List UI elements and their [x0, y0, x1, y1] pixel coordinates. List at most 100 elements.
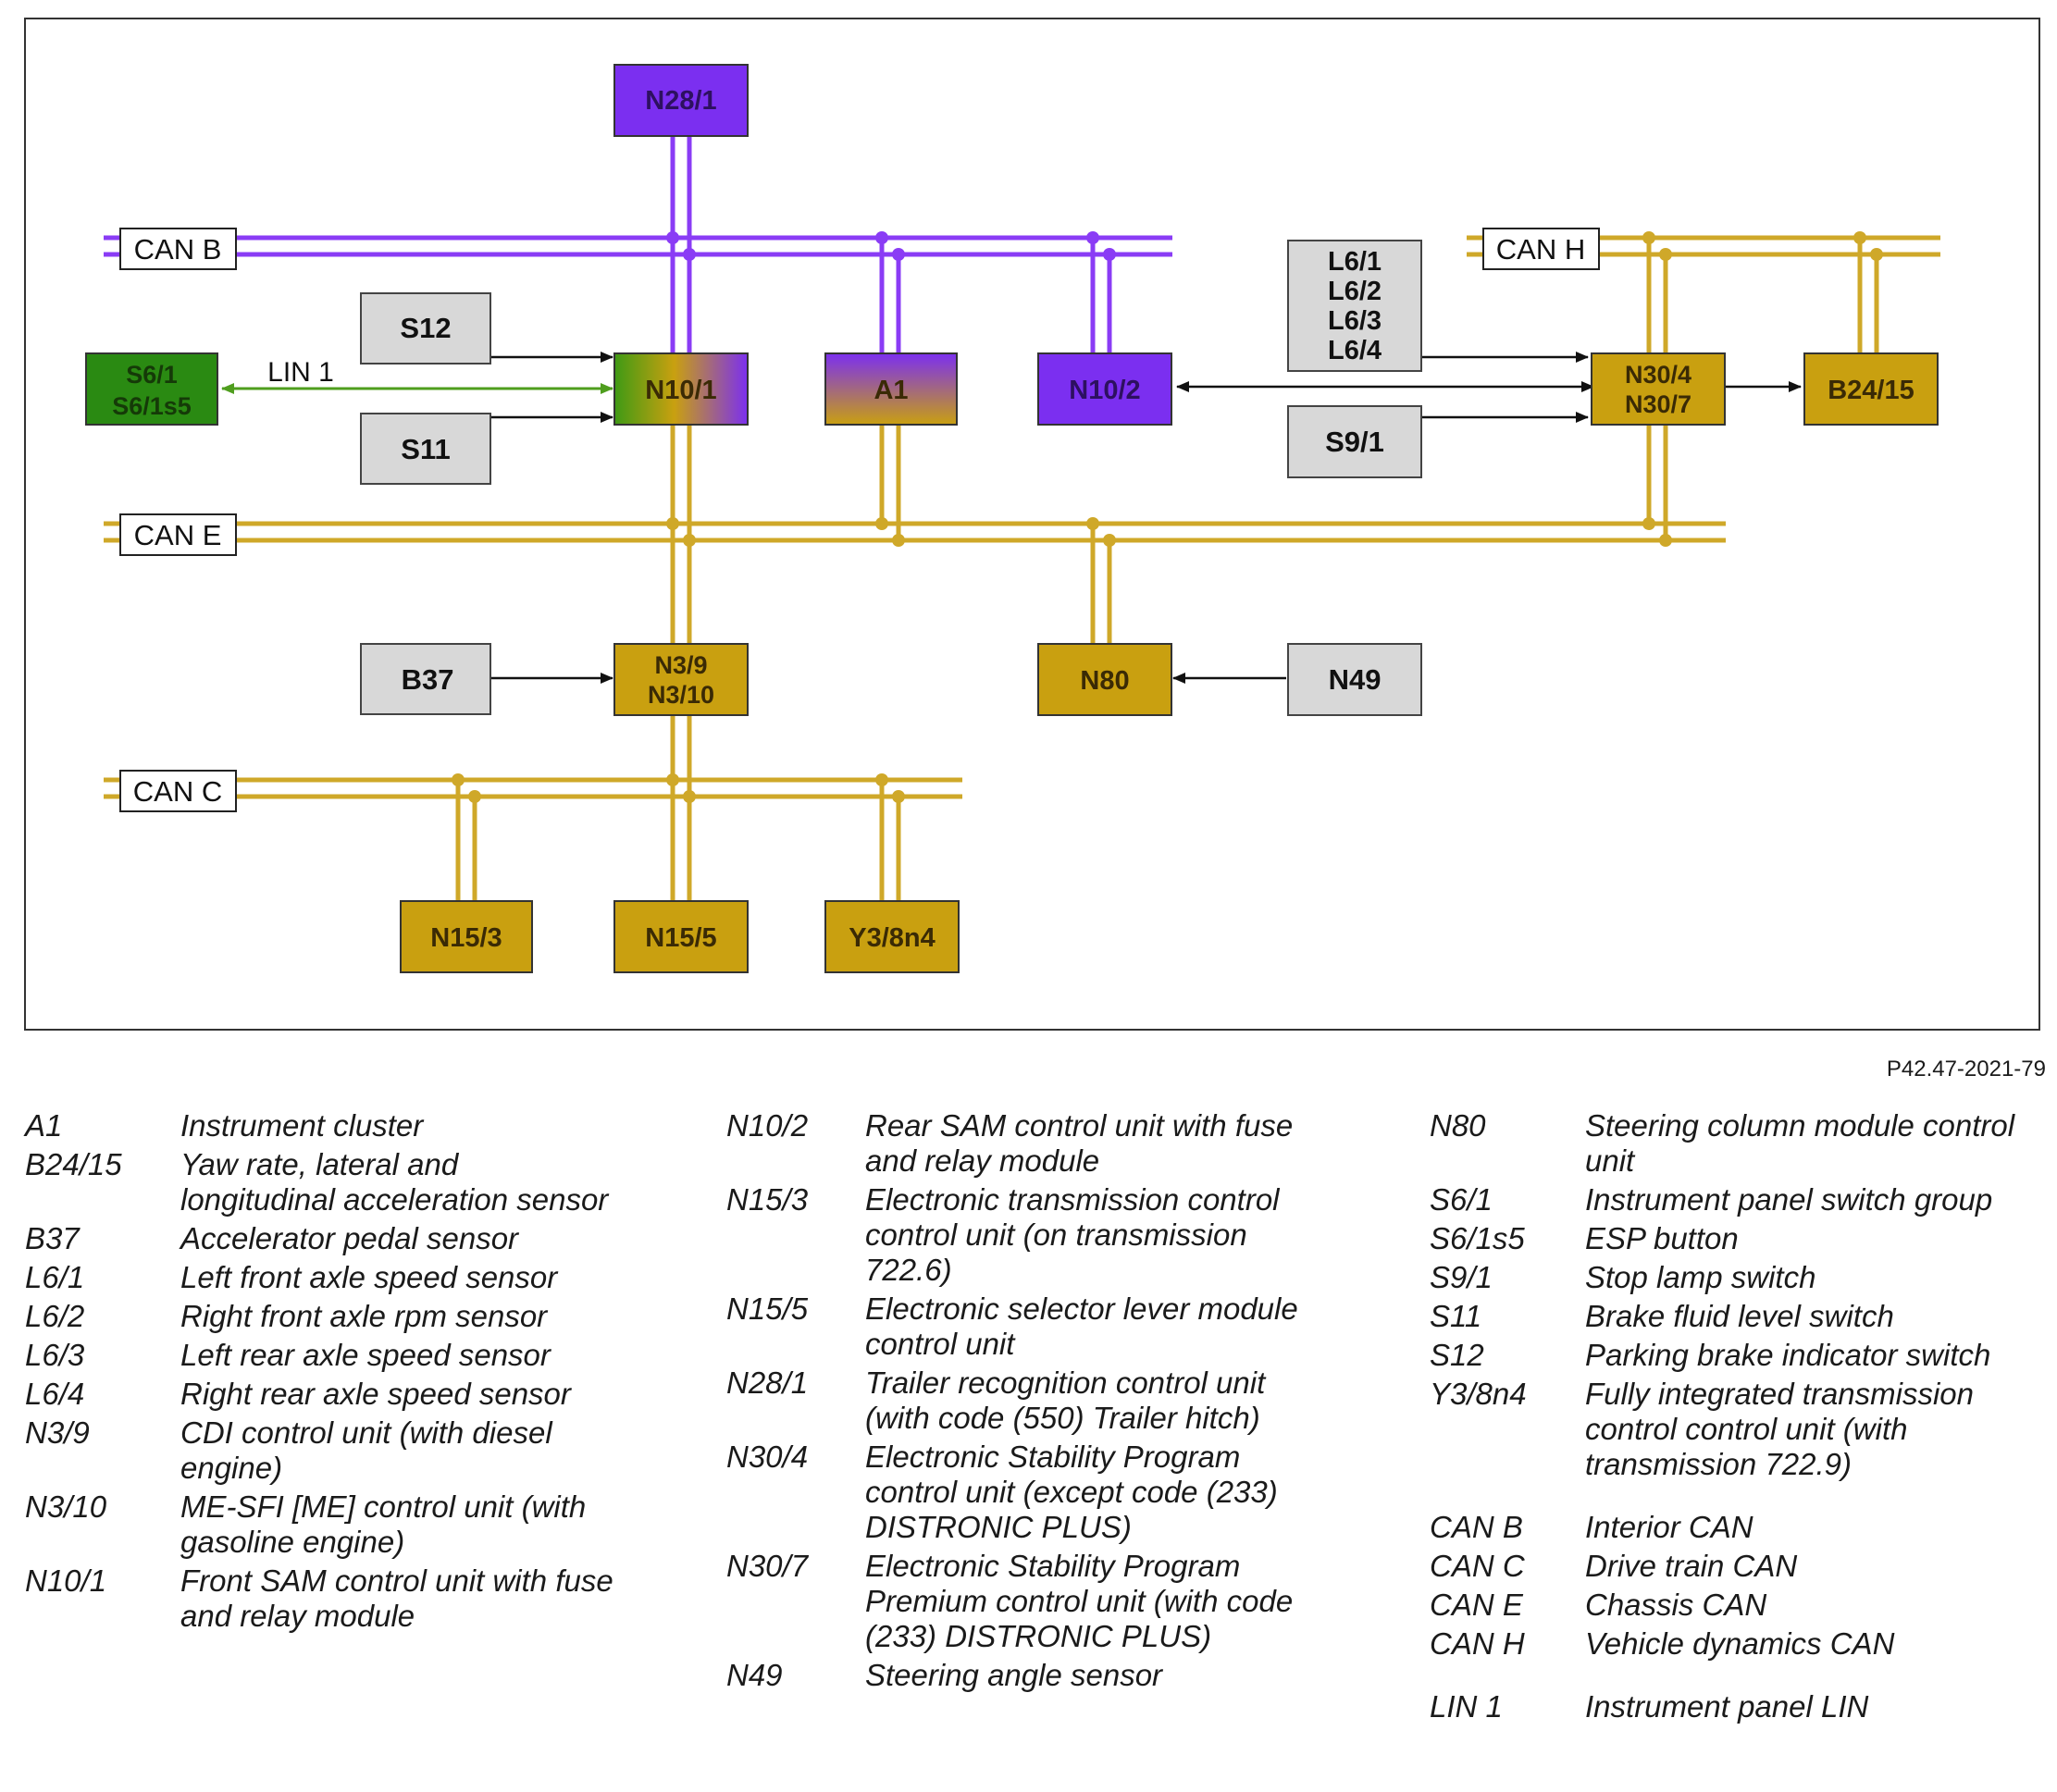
legend-description: Brake fluid level switch	[1585, 1299, 1894, 1333]
legend-row: L6/4 Right rear axle speed sensor	[25, 1377, 662, 1412]
svg-text:CAN H: CAN H	[1496, 233, 1585, 266]
legend-code: L6/4	[25, 1377, 85, 1411]
legend-code: CAN C	[1430, 1549, 1525, 1583]
legend-code: A1	[25, 1108, 63, 1143]
can-e-label: CAN E	[119, 513, 237, 556]
lin-1-link: LIN 1	[221, 357, 613, 394]
legend-row: A1 Instrument cluster	[25, 1108, 662, 1143]
node-n3: N3/9 N3/10	[613, 643, 749, 716]
node-n30: N30/4 N30/7	[1591, 352, 1726, 426]
legend-description: Right rear axle speed sensor	[180, 1377, 571, 1411]
legend-description: Instrument cluster	[180, 1108, 424, 1143]
svg-text:S11: S11	[401, 433, 450, 465]
legend-code: LIN 1	[1430, 1689, 1503, 1724]
legend-code: L6/1	[25, 1260, 85, 1294]
svg-text:N15/3: N15/3	[430, 923, 502, 953]
svg-text:B37: B37	[402, 663, 454, 696]
legend-description: Steering angle sensor	[865, 1658, 1163, 1692]
svg-text:N30/4: N30/4	[1625, 361, 1691, 389]
svg-text:L6/3: L6/3	[1328, 306, 1382, 336]
svg-text:S9/1: S9/1	[1325, 426, 1384, 458]
node-n15-5: N15/5	[613, 900, 749, 973]
node-b24-15: B24/15	[1803, 352, 1939, 426]
node-n80: N80	[1037, 643, 1172, 716]
legend-code: N3/10	[25, 1489, 107, 1524]
legend-description: Instrument panel LIN	[1585, 1689, 1869, 1724]
legend-code: N30/7	[726, 1549, 809, 1583]
can-e-bus	[104, 521, 1726, 543]
legend-code: N28/1	[726, 1366, 809, 1400]
legend-description: Instrument panel switch group	[1585, 1182, 1993, 1217]
svg-text:CAN C: CAN C	[133, 775, 222, 808]
legend-row: LIN 1 Instrument panel LIN	[1430, 1689, 2048, 1724]
legend-description: Accelerator pedal sensor	[180, 1221, 519, 1255]
bus-junctions	[452, 231, 1883, 803]
legend-code: B24/15	[25, 1147, 122, 1181]
legend-description: Left rear axle speed sensor	[180, 1338, 551, 1372]
node-s6-1: S6/1 S6/1s5	[85, 352, 218, 426]
node-a1: A1	[824, 352, 958, 426]
svg-text:N49: N49	[1329, 663, 1382, 696]
legend-code: B37	[25, 1221, 80, 1255]
node-y3-8n4: Y3/8n4	[824, 900, 960, 973]
node-n10-2: N10/2	[1037, 352, 1172, 426]
svg-text:N3/9: N3/9	[654, 651, 707, 679]
can-c-label: CAN C	[119, 770, 237, 812]
legend-row: B37 Accelerator pedal sensor	[25, 1221, 662, 1256]
legend-code: N10/2	[726, 1108, 809, 1143]
svg-text:B24/15: B24/15	[1828, 376, 1914, 405]
legend-code: L6/3	[25, 1338, 85, 1372]
svg-text:N10/2: N10/2	[1069, 376, 1140, 405]
legend-code: S11	[1430, 1299, 1482, 1333]
legend-code: S12	[1430, 1338, 1484, 1372]
node-n15-3: N15/3	[400, 900, 533, 973]
legend-code: CAN E	[1430, 1588, 1523, 1622]
can-network-diagram: CAN B CAN H CAN E CAN C LIN 1 N28/1 S12	[24, 18, 2040, 1031]
node-s12: S12	[360, 292, 491, 365]
can-b-label: CAN B	[119, 228, 237, 270]
legend-code: N3/9	[25, 1415, 90, 1450]
svg-text:S6/1: S6/1	[126, 361, 178, 389]
legend-code: N15/3	[726, 1182, 809, 1217]
legend-description: Right front axle rpm sensor	[180, 1299, 548, 1333]
legend-row: S11 Brake fluid level switch	[1430, 1299, 2048, 1334]
legend-code: N30/4	[726, 1440, 809, 1474]
svg-text:N10/1: N10/1	[645, 376, 716, 405]
svg-text:LIN 1: LIN 1	[267, 357, 334, 388]
can-b-bus	[104, 235, 1172, 257]
node-b37: B37	[360, 643, 491, 715]
legend-code: Y3/8n4	[1430, 1377, 1527, 1411]
node-n49: N49	[1287, 643, 1422, 716]
legend-description: Vehicle dynamics CAN	[1585, 1626, 1895, 1661]
svg-text:L6/1: L6/1	[1328, 247, 1382, 277]
svg-text:N28/1: N28/1	[645, 86, 716, 116]
